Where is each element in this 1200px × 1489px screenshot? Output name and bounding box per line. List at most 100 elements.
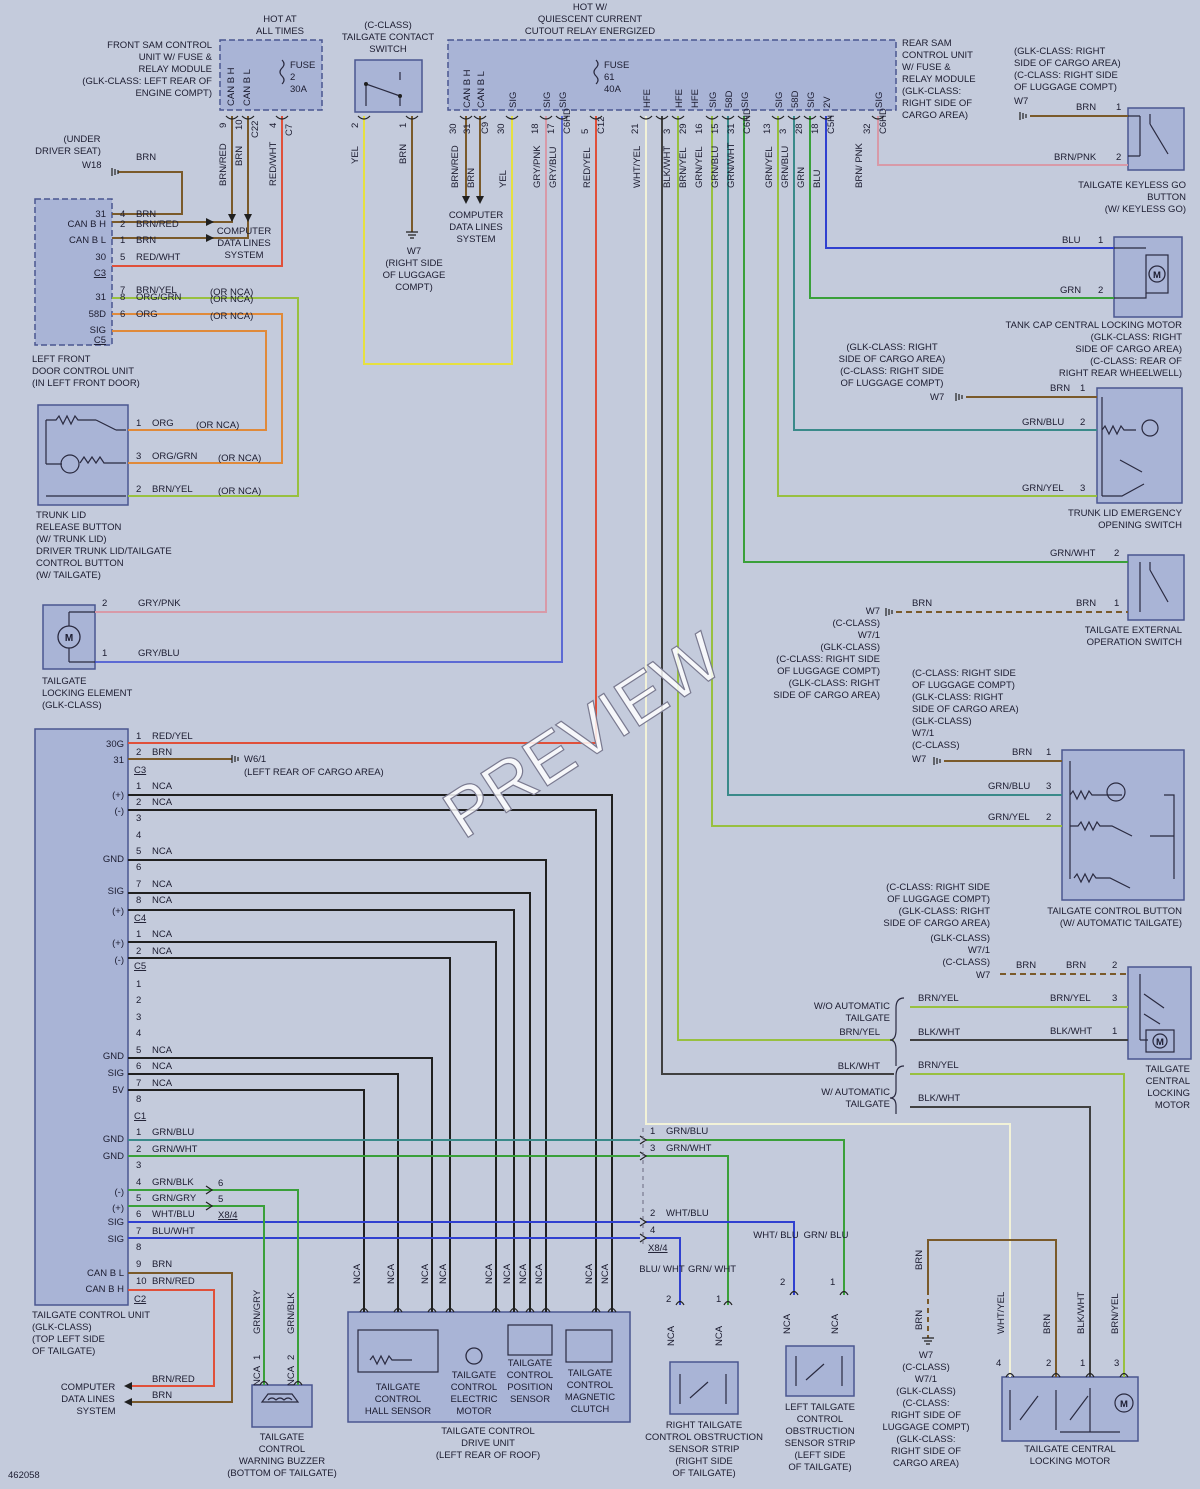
tcu-label-4: OF TAILGATE) bbox=[32, 1346, 95, 1357]
left-door-note: (OR NCA) bbox=[210, 294, 253, 305]
tcu-pin-number: 1 bbox=[136, 1127, 141, 1138]
em-loc-1: (GLK-CLASS: RIGHT bbox=[846, 342, 938, 353]
wire-nca-3 bbox=[128, 859, 547, 1312]
clm-lower-icon bbox=[1009, 1388, 1134, 1433]
drive-sub4-2: CONTROL bbox=[567, 1380, 613, 1391]
hot-q-line3: CUTOUT RELAY ENERGIZED bbox=[525, 26, 655, 37]
keyless-wire-1: BRN bbox=[1076, 102, 1096, 113]
tcu-pin-label: SIG bbox=[108, 886, 124, 897]
wire-sam-grn-yel-em bbox=[777, 116, 1097, 497]
ext-gline-4: (GLK-CLASS) bbox=[820, 642, 880, 653]
drive-sub3-3: POSITION bbox=[507, 1382, 553, 1393]
buzzer-nca-2: NCA bbox=[286, 1365, 297, 1386]
tcu-wire-label: NCA bbox=[152, 797, 173, 808]
left-strip-label-3: OBSTRUCTION bbox=[785, 1426, 854, 1437]
front-sam-label-4: (GLK-CLASS: LEFT REAR OF bbox=[82, 76, 212, 87]
clm-lower-ground-line: (GLK-CLASS) bbox=[896, 1386, 956, 1397]
left-strip-wire-2: WHT/ BLU bbox=[753, 1230, 799, 1241]
trunk-wire-label: ORG bbox=[152, 418, 174, 429]
rear-sam-wire-label: BLK/WHT bbox=[662, 146, 673, 188]
rear-sam-box bbox=[447, 39, 897, 111]
wire-sam-grn-tank bbox=[809, 116, 1114, 299]
rear-sam-pin-label: SIG bbox=[542, 92, 553, 108]
can-system-sam-1: COMPUTER bbox=[449, 210, 504, 221]
drive-unit-nca: NCA bbox=[352, 1263, 363, 1284]
rear-sam-pin-number: 15 bbox=[710, 123, 721, 134]
left-door-pin-label: CAN B H bbox=[67, 219, 106, 230]
em-label-2: OPENING SWITCH bbox=[1098, 520, 1182, 531]
right-strip-wire-2a: BLU/ WHT bbox=[639, 1264, 685, 1275]
tcu-pin-label: GND bbox=[103, 854, 124, 865]
rear-sam-pin-label: SIG bbox=[708, 92, 719, 108]
wire-nca-4 bbox=[128, 892, 531, 1312]
rear-sam-pin-number: 18 bbox=[810, 123, 821, 134]
right-strip-label-4: (RIGHT SIDE bbox=[675, 1456, 732, 1467]
drive-unit-nca: NCA bbox=[518, 1263, 529, 1284]
ext-wire-2: GRN/WHT bbox=[1050, 548, 1096, 559]
left-strip-nca-2: NCA bbox=[830, 1313, 841, 1334]
tcu-label-1: TAILGATE CONTROL UNIT bbox=[32, 1310, 150, 1321]
tcu-pin-label: (+) bbox=[112, 790, 124, 801]
rear-sam-pin-label: HFE bbox=[690, 89, 701, 108]
tcu-pin-number: 3 bbox=[136, 1160, 141, 1171]
tcu-wire-label: NCA bbox=[152, 1078, 173, 1089]
trunk-note: (OR NCA) bbox=[218, 453, 261, 464]
trunk-label-5: CONTROL BUTTON bbox=[36, 558, 124, 569]
ctrl-loc-6: W7/1 bbox=[912, 728, 934, 739]
ctrl-loc-1: (C-CLASS: RIGHT SIDE bbox=[912, 668, 1016, 679]
trunk-pin-number: 1 bbox=[136, 418, 141, 429]
ext-gline-7: (GLK-CLASS: RIGHT bbox=[789, 678, 881, 689]
tcu-pin-label: 30G bbox=[106, 739, 124, 750]
right-strip-num-1: 1 bbox=[716, 1294, 721, 1305]
wire-nca-6 bbox=[128, 941, 497, 1312]
rear-sam-pin-number: 21 bbox=[630, 123, 641, 134]
buzzer-icon bbox=[260, 1393, 300, 1403]
wire-tcu-can-h bbox=[128, 1289, 215, 1387]
rear-sam-pin-number: C6HD bbox=[742, 108, 753, 134]
buzzer-nca-1: NCA bbox=[252, 1365, 263, 1386]
rear-sam-wire-label: BRN/RED bbox=[450, 145, 461, 188]
tcu-pin-label: (+) bbox=[112, 906, 124, 917]
drive-sub3-4: SENSOR bbox=[510, 1394, 550, 1405]
ext-label-2: OPERATION SWITCH bbox=[1087, 637, 1182, 648]
clm-loc-6: W7/1 bbox=[968, 945, 990, 956]
drive-sub4-1: TAILGATE bbox=[568, 1368, 613, 1379]
tank-num-1: 1 bbox=[1098, 235, 1103, 246]
branch-b-1: BRN/YEL bbox=[918, 1060, 959, 1071]
ext-num-1: 1 bbox=[1114, 598, 1119, 609]
tcu-pin-number: 4 bbox=[136, 830, 141, 841]
tcu-pin-number: 5 bbox=[136, 1193, 141, 1204]
rear-sam-wire-label: RED/YEL bbox=[582, 147, 593, 188]
em-wire-3: GRN/YEL bbox=[1022, 483, 1064, 494]
rear-sam-wire-label: BRN bbox=[466, 168, 477, 188]
connector-markers bbox=[124, 115, 1129, 1406]
rear-sam-pin-number: 13 bbox=[762, 123, 773, 134]
ext-wire-1: BRN bbox=[1076, 598, 1096, 609]
wire-front-sam-brn bbox=[112, 116, 249, 239]
locking-label-1: TAILGATE bbox=[42, 676, 87, 687]
rear-sam-pin-number: 28 bbox=[794, 123, 805, 134]
keyless-label-3: (W/ KEYLESS GO) bbox=[1105, 204, 1186, 215]
drive-unit-nca: NCA bbox=[420, 1263, 431, 1284]
clm-loc-1: (C-CLASS: RIGHT SIDE bbox=[886, 882, 990, 893]
clm-lower-label-2: LOCKING MOTOR bbox=[1030, 1456, 1111, 1467]
under-seat-wire: BRN bbox=[136, 152, 156, 163]
clm-lower-wire-4: WHT/YEL bbox=[996, 1292, 1007, 1334]
right-strip-wire-1a: GRN/ WHT bbox=[688, 1264, 736, 1275]
clm-lower-motor-letter: M bbox=[1120, 1399, 1128, 1410]
tcu-wire-label: GRN/GRY bbox=[152, 1193, 197, 1204]
inline-num-1: 1 bbox=[650, 1126, 655, 1137]
clm-lower-ground-line: RIGHT SIDE OF bbox=[891, 1446, 961, 1457]
left-door-pin-label: 58D bbox=[89, 309, 107, 320]
locking-wire-gry-blu: GRY/BLU bbox=[138, 648, 180, 659]
front-sam-num-9: 9 bbox=[218, 123, 229, 128]
trunk-label-3: (W/ TRUNK LID) bbox=[36, 534, 107, 545]
wire-brn-yel-sam bbox=[677, 116, 894, 1041]
wire-lower-brn-yel bbox=[910, 1073, 1125, 1377]
tcu-pin-number: 7 bbox=[136, 1078, 141, 1089]
trunk-button-icon bbox=[45, 414, 126, 497]
tcu-pin-number: 3 bbox=[136, 813, 141, 824]
contact-switch-label-2: TAILGATE CONTACT bbox=[342, 32, 435, 43]
tank-num-2: 2 bbox=[1098, 285, 1103, 296]
left-door-wire-label: ORG bbox=[136, 309, 158, 320]
